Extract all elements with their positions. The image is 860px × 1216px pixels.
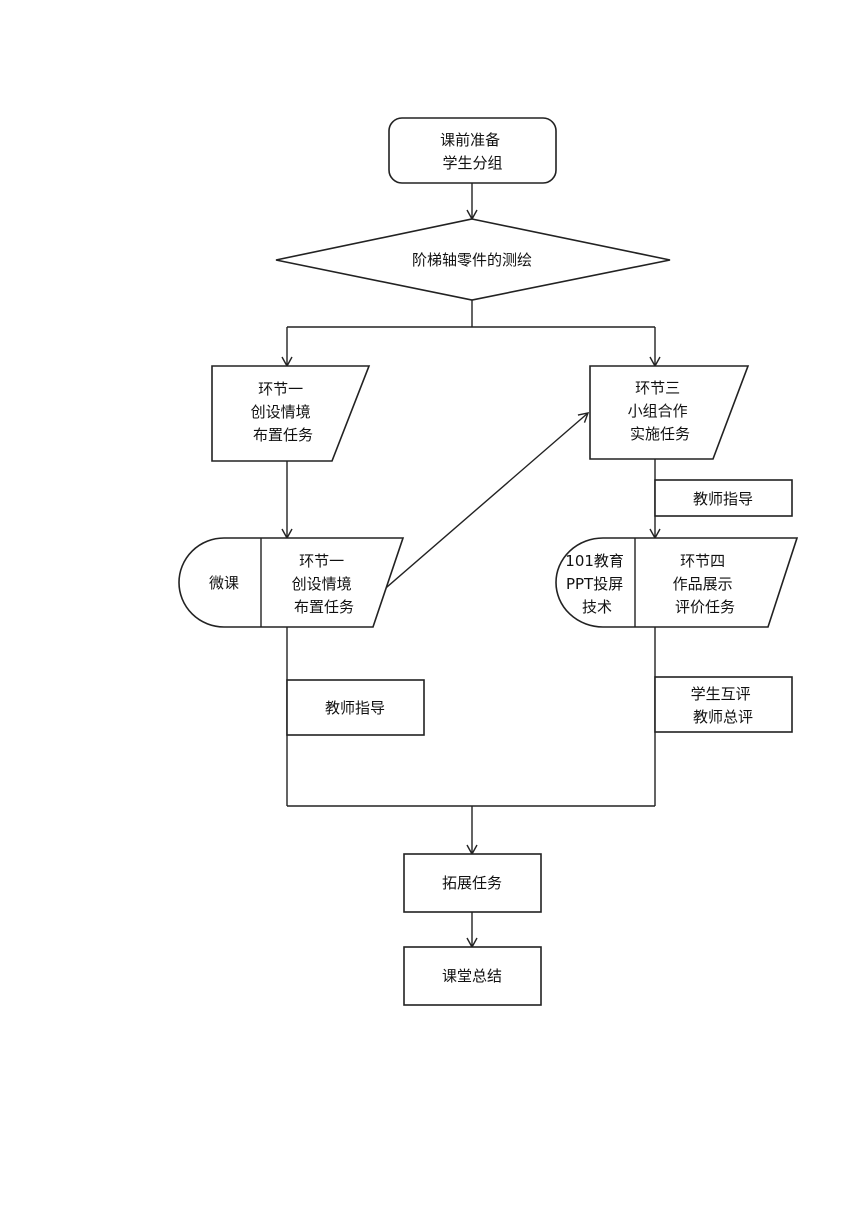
node-stage3-line-1: 环节三 <box>635 379 680 397</box>
node-guide-left-line-1: 教师指导 <box>325 699 385 717</box>
node-tech-shape <box>555 537 799 628</box>
node-microlesson-line-1: 微课 <box>209 574 239 592</box>
node-stage1-line-3: 布置任务 <box>253 426 313 444</box>
node-tech-line-1: 101教育 <box>565 552 624 570</box>
node-tech-group: 101教育 PPT投屏 技术 环节四 作品展示 评价任务 <box>555 537 799 628</box>
node-prep-label: 课前准备 学生分组 <box>440 131 505 172</box>
node-guide-left-label: 教师指导 <box>325 699 385 717</box>
node-microlesson-label: 微课 <box>209 574 239 592</box>
node-prep-line-1: 课前准备 <box>440 131 500 149</box>
node-stage1-label: 环节一 创设情境 布置任务 <box>251 380 316 444</box>
node-guide-right-line-1: 教师指导 <box>693 490 753 508</box>
node-stage1-line-2: 创设情境 <box>251 403 311 421</box>
node-topic-label: 阶梯轴零件的测绘 <box>412 251 532 269</box>
node-stage3-line-2: 小组合作 <box>628 402 688 420</box>
node-prep: 课前准备 学生分组 <box>388 117 557 184</box>
node-prep-shape <box>388 117 557 184</box>
node-evaluation: 学生互评 教师总评 <box>654 676 793 733</box>
node-guide-right-shape <box>654 479 793 517</box>
node-stage3: 环节三 小组合作 实施任务 <box>589 365 750 460</box>
node-stage1-repeat-line-3: 布置任务 <box>294 598 354 616</box>
node-evaluation-line-2: 教师总评 <box>693 708 753 726</box>
node-evaluation-label: 学生互评 教师总评 <box>691 685 756 726</box>
node-stage1-shape <box>211 365 371 462</box>
node-tech-line-3: 技术 <box>582 598 612 616</box>
node-evaluation-shape <box>654 676 793 733</box>
node-microlesson-group: 微课 环节一 创设情境 布置任务 <box>178 537 405 628</box>
node-stage4-line-3: 评价任务 <box>675 598 735 616</box>
node-tech-label: 101教育 PPT投屏 技术 <box>565 552 628 616</box>
node-stage1-repeat-line-1: 环节一 <box>299 552 344 570</box>
node-extension-label: 拓展任务 <box>442 874 502 892</box>
node-guide-right-label: 教师指导 <box>693 490 753 508</box>
edge-stage1-repeat-to-stage3 <box>371 412 590 601</box>
edge-topic-split <box>287 300 655 328</box>
node-extension: 拓展任务 <box>403 853 542 913</box>
node-summary-line-1: 课堂总结 <box>442 967 502 985</box>
node-stage1-repeat-line-2: 创设情境 <box>292 575 352 593</box>
node-guide-left-shape <box>286 679 425 736</box>
node-stage3-line-3: 实施任务 <box>630 425 690 443</box>
node-stage1: 环节一 创设情境 布置任务 <box>211 365 371 462</box>
node-guide-left: 教师指导 <box>286 679 425 736</box>
node-evaluation-line-1: 学生互评 <box>691 685 751 703</box>
node-stage4-line-1: 环节四 <box>680 552 725 570</box>
node-summary: 课堂总结 <box>403 946 542 1006</box>
node-tech-line-2: PPT投屏 <box>566 575 623 593</box>
node-topic: 阶梯轴零件的测绘 <box>275 218 671 301</box>
node-stage4-label: 环节四 作品展示 评价任务 <box>673 552 738 616</box>
connectors <box>281 183 661 949</box>
node-extension-line-1: 拓展任务 <box>442 874 502 892</box>
node-guide-right: 教师指导 <box>654 479 793 517</box>
node-prep-line-2: 学生分组 <box>442 154 502 172</box>
node-summary-shape <box>403 946 542 1006</box>
node-stage3-label: 环节三 小组合作 实施任务 <box>628 379 693 443</box>
node-stage3-shape <box>589 365 750 460</box>
node-microlesson-shape <box>178 537 405 628</box>
node-stage1-repeat-label: 环节一 创设情境 布置任务 <box>292 552 357 616</box>
node-topic-line-1: 阶梯轴零件的测绘 <box>412 251 532 269</box>
node-extension-shape <box>403 853 542 913</box>
node-stage1-line-1: 环节一 <box>258 380 303 398</box>
node-summary-label: 课堂总结 <box>442 967 502 985</box>
node-stage4-line-2: 作品展示 <box>673 575 733 593</box>
node-topic-shape <box>275 218 671 301</box>
